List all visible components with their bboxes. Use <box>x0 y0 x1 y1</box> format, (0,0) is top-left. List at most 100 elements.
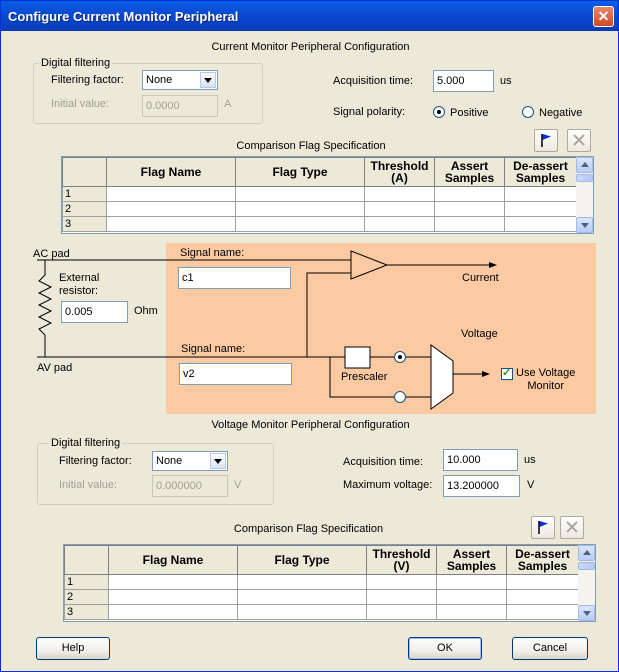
voltage-digital-filtering-label: Digital filtering <box>49 437 123 449</box>
scroll-down-button[interactable] <box>578 605 595 621</box>
external-resistor-label: External resistor: <box>59 272 100 297</box>
voltage-flag-table: Flag Name Flag Type Threshold (V) Assert… <box>63 544 596 622</box>
prescaler-label: Prescaler <box>341 371 388 383</box>
row-number: 1 <box>62 186 107 202</box>
voltage-direct-radio[interactable] <box>394 351 406 363</box>
current-filtering-factor-value: None <box>146 74 173 86</box>
signal-diagram-lines <box>37 250 497 410</box>
voltage-acquisition-time-label: Acquisition time: <box>343 456 424 468</box>
scroll-up-button[interactable] <box>578 545 595 561</box>
ac-pad-label: AC pad <box>33 248 70 260</box>
voltage-acquisition-time-input[interactable]: 10.000 <box>443 449 518 471</box>
voltage-acquisition-time-unit: us <box>524 454 536 466</box>
current-acquisition-time-input[interactable]: 5.000 <box>433 70 494 92</box>
row-number: 1 <box>64 574 109 590</box>
current-acquisition-time-label: Acquisition time: <box>333 75 414 87</box>
current-digital-filtering-group <box>33 63 263 124</box>
current-digital-filtering-label: Digital filtering <box>39 57 113 69</box>
col-flag-name[interactable]: Flag Name <box>106 157 236 187</box>
table-row[interactable]: 3 <box>62 216 577 232</box>
col-flag-type[interactable]: Flag Type <box>237 545 367 575</box>
close-button[interactable]: ✕ <box>593 6 614 27</box>
col-deassert-samples[interactable]: De-assert Samples <box>506 545 579 575</box>
current-table-scrollbar[interactable] <box>576 157 593 233</box>
current-flag-table: Flag Name Flag Type Threshold (A) Assert… <box>61 156 594 234</box>
scroll-down-button[interactable] <box>576 217 593 233</box>
scroll-up-button[interactable] <box>576 157 593 173</box>
col-deassert-samples[interactable]: De-assert Samples <box>504 157 577 187</box>
col-threshold[interactable]: Threshold (A) <box>364 157 435 187</box>
table-row[interactable]: 1 <box>62 186 577 202</box>
max-voltage-input[interactable]: 13.200000 <box>443 475 520 497</box>
resistor-value-input[interactable]: 0.005 <box>61 301 128 323</box>
title-bar[interactable]: Configure Current Monitor Peripheral ✕ <box>1 1 618 31</box>
current-section-title: Current Monitor Peripheral Configuration <box>211 41 410 53</box>
x-icon <box>566 521 578 533</box>
current-initial-value-unit: A <box>224 98 232 110</box>
voltage-digital-filtering-group <box>37 443 274 505</box>
current-delete-flag-button[interactable] <box>567 129 591 152</box>
voltage-table-scrollbar[interactable] <box>578 545 595 621</box>
chevron-down-icon[interactable] <box>210 453 226 469</box>
window-title: Configure Current Monitor Peripheral <box>8 9 239 24</box>
scroll-thumb[interactable] <box>576 174 593 182</box>
voltage-filtering-factor-label: Filtering factor: <box>59 455 132 467</box>
max-voltage-unit: V <box>527 479 535 491</box>
polarity-negative-label: Negative <box>539 107 583 119</box>
current-initial-value-field[interactable]: 0.0000 <box>142 95 218 117</box>
col-assert-samples[interactable]: Assert Samples <box>436 545 507 575</box>
voltage-filtering-factor-value: None <box>156 455 183 467</box>
ok-button[interactable]: OK <box>408 637 482 660</box>
polarity-positive-radio[interactable] <box>433 106 445 118</box>
chevron-down-icon[interactable] <box>200 72 216 88</box>
voltage-output-label: Voltage <box>461 328 498 340</box>
current-output-label: Current <box>462 272 499 284</box>
current-filtering-factor-label: Filtering factor: <box>51 74 124 86</box>
row-number: 2 <box>62 201 107 217</box>
col-flag-type[interactable]: Flag Type <box>235 157 365 187</box>
current-add-flag-button[interactable] <box>534 129 558 152</box>
scroll-thumb[interactable] <box>578 562 595 570</box>
max-voltage-label: Maximum voltage: <box>343 479 433 491</box>
current-signal-name-input[interactable]: c1 <box>178 267 291 289</box>
voltage-prescaler-radio[interactable] <box>394 391 406 403</box>
voltage-delete-flag-button[interactable] <box>560 516 584 539</box>
resistor-unit: Ohm <box>134 305 158 317</box>
help-button[interactable]: Help <box>36 637 110 660</box>
voltage-initial-value-label: Initial value: <box>59 479 118 491</box>
signal-polarity-label: Signal polarity: <box>333 106 406 118</box>
voltage-flag-spec-title: Comparison Flag Specification <box>233 523 384 535</box>
col-threshold[interactable]: Threshold (V) <box>366 545 437 575</box>
row-number: 3 <box>64 604 109 620</box>
signal-name-label-voltage: Signal name: <box>181 343 246 355</box>
row-number: 2 <box>64 589 109 605</box>
current-initial-value-label: Initial value: <box>51 98 110 110</box>
use-voltage-monitor-label: Use Voltage Monitor <box>516 367 576 392</box>
current-acquisition-time-unit: us <box>500 75 512 87</box>
voltage-signal-name-input[interactable]: v2 <box>179 363 292 385</box>
col-flag-name[interactable]: Flag Name <box>108 545 238 575</box>
cancel-button[interactable]: Cancel <box>512 637 588 660</box>
voltage-initial-value-field[interactable]: 0.000000 <box>152 475 228 497</box>
voltage-section-title: Voltage Monitor Peripheral Configuration <box>211 419 410 431</box>
table-row[interactable]: 1 <box>64 574 579 590</box>
signal-name-label-current: Signal name: <box>180 247 245 259</box>
flag-icon <box>541 134 551 147</box>
col-assert-samples[interactable]: Assert Samples <box>434 157 505 187</box>
voltage-initial-value-unit: V <box>234 479 242 491</box>
polarity-negative-radio[interactable] <box>522 106 534 118</box>
current-filtering-factor-select[interactable]: None <box>142 70 218 90</box>
polarity-positive-label: Positive <box>450 107 489 119</box>
table-row[interactable]: 2 <box>62 201 577 217</box>
voltage-add-flag-button[interactable] <box>531 516 555 539</box>
current-flag-spec-title: Comparison Flag Specification <box>236 140 386 152</box>
flag-icon <box>538 521 548 534</box>
use-voltage-monitor-checkbox[interactable] <box>501 366 513 380</box>
x-icon <box>573 134 585 146</box>
row-number: 3 <box>62 216 107 232</box>
voltage-filtering-factor-select[interactable]: None <box>152 451 228 471</box>
av-pad-label: AV pad <box>37 362 73 374</box>
table-row[interactable]: 2 <box>64 589 579 605</box>
table-row[interactable]: 3 <box>64 604 579 620</box>
